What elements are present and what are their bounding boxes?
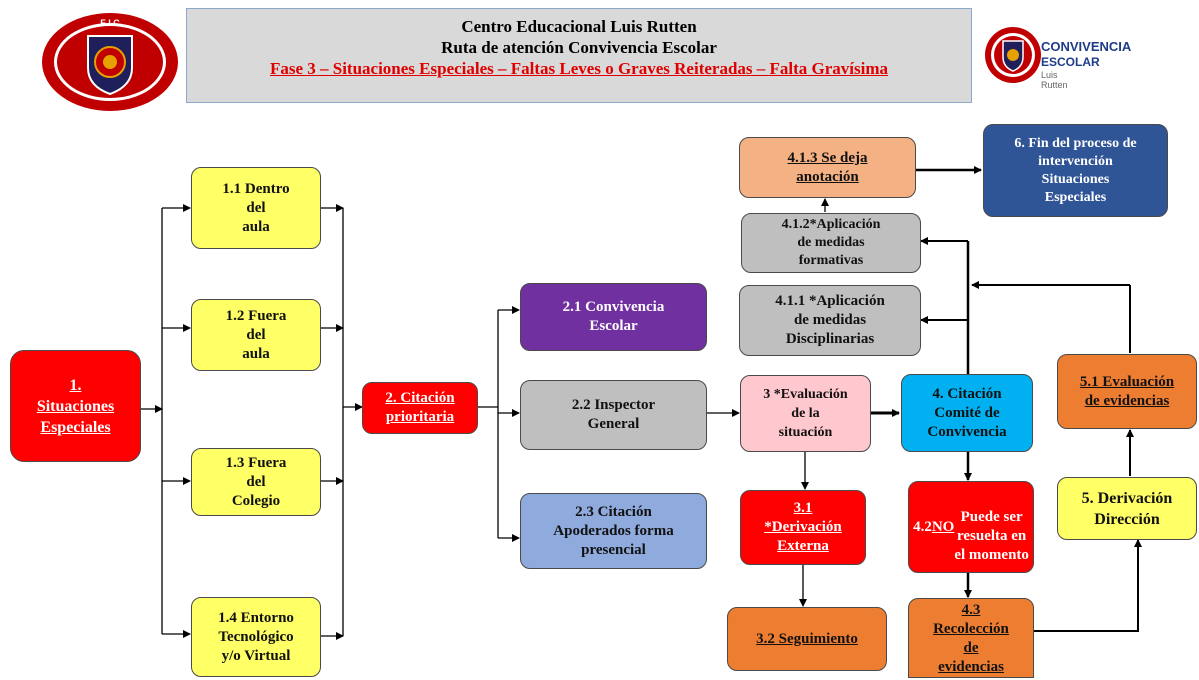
logo-line2: ESCOLAR [1041,55,1100,69]
node-1-situaciones-especiales: 1. Situaciones Especiales [10,350,141,462]
node-4-2-prefix: 4.2 [913,518,932,535]
convivencia-seal-icon [985,27,1041,83]
node-2-1-convivencia-escolar: 2.1 Convivencia Escolar [520,283,707,351]
node-3-1-derivacion-externa: 3.1 *Derivación Externa [740,490,866,565]
route-title: Ruta de atención Convivencia Escolar [441,38,717,57]
node-3-2-seguimiento: 3.2 Seguimiento [727,607,887,671]
node-4-2-no-resuelta: 4.2 NO Puede ser resuelta en el momento [908,481,1034,573]
logo-line1: CONVIVENCIA [1041,39,1132,54]
phase-title: Fase 3 – Situaciones Especiales – Faltas… [269,59,889,78]
node-5-1-evaluacion-evidencias: 5.1 Evaluación de evidencias [1057,354,1197,429]
node-2-2-inspector-general: 2.2 Inspector General [520,380,707,450]
node-1-1-dentro-del-aula: 1.1 Dentro del aula [191,167,321,249]
logo-line3: Luis Rutten [1041,70,1068,90]
node-3-evaluacion-situacion: 3 *Evaluación de la situación [740,375,871,452]
convivencia-logo: CONVIVENCIA ESCOLAR Luis Rutten [983,25,1131,90]
seal-top-text: F I C [100,18,120,28]
node-4-1-2-medidas-formativas: 4.1.2*Aplicación de medidas formativas [741,213,921,273]
node-4-1-1-medidas-disciplinarias: 4.1.1 *Aplicación de medidas Disciplinar… [739,285,921,356]
node-4-3-recoleccion-evidencias: 4.3 Recolección de evidencias [908,598,1034,678]
node-1-4-entorno-tecnologico: 1.4 Entorno Tecnológico y/o Virtual [191,597,321,677]
edge-to-5 [1034,539,1142,632]
node-5-derivacion-direccion: 5. Derivación Dirección [1057,477,1197,540]
node-2-3-citacion-apoderados: 2.3 Citación Apoderados forma presencial [520,493,707,569]
node-4-1-3-anotacion: 4.1.3 Se deja anotación [739,137,916,198]
node-4-citacion-comite: 4. Citación Comité de Convivencia [901,374,1033,452]
school-name: Centro Educacional Luis Rutten [461,17,697,36]
title-banner: Centro Educacional Luis Rutten Ruta de a… [186,8,972,103]
node-2-citacion-prioritaria: 2. Citación prioritaria [362,382,478,434]
school-seal-logo: F I C [42,13,178,111]
node-4-2-no: NO [931,518,955,535]
node-1-3-fuera-del-colegio: 1.3 Fuera del Colegio [191,448,321,516]
node-6-fin-proceso: 6. Fin del proceso de intervención Situa… [983,124,1168,217]
node-4-2-rest: Puede ser resuelta en el momento [954,509,1029,563]
node-1-2-fuera-del-aula: 1.2 Fuera del aula [191,299,321,371]
